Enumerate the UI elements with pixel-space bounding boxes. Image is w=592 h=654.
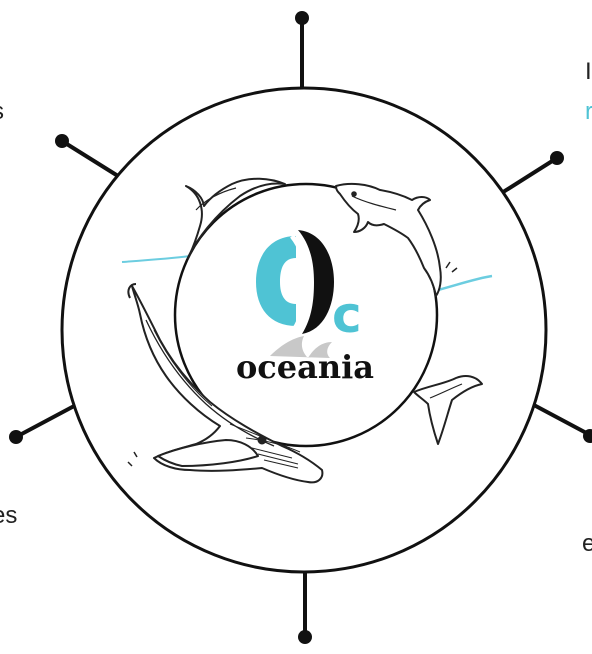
spoke-dot-bottom-left — [9, 430, 23, 444]
spoke-top-left — [62, 141, 118, 176]
monogram-small-c: c — [332, 286, 362, 344]
spoke-dot-top-right — [550, 151, 564, 165]
spoke-dot-top-left — [55, 134, 69, 148]
spoke-bottom-left — [16, 405, 76, 437]
edge-text-top-right-line1: I — [585, 58, 592, 86]
edge-text-bottom-left: es — [0, 502, 17, 530]
spoke-bottom-right — [532, 404, 592, 436]
edge-text-bottom-right: e — [582, 530, 592, 558]
spoke-dot-bottom — [298, 630, 312, 644]
edge-text-top-left: s — [0, 98, 4, 126]
spoke-dot-top — [295, 11, 309, 25]
wordmark: oceania — [236, 348, 374, 386]
edge-text-top-right-line2: r — [585, 98, 592, 126]
spoke-top-right — [500, 158, 557, 194]
